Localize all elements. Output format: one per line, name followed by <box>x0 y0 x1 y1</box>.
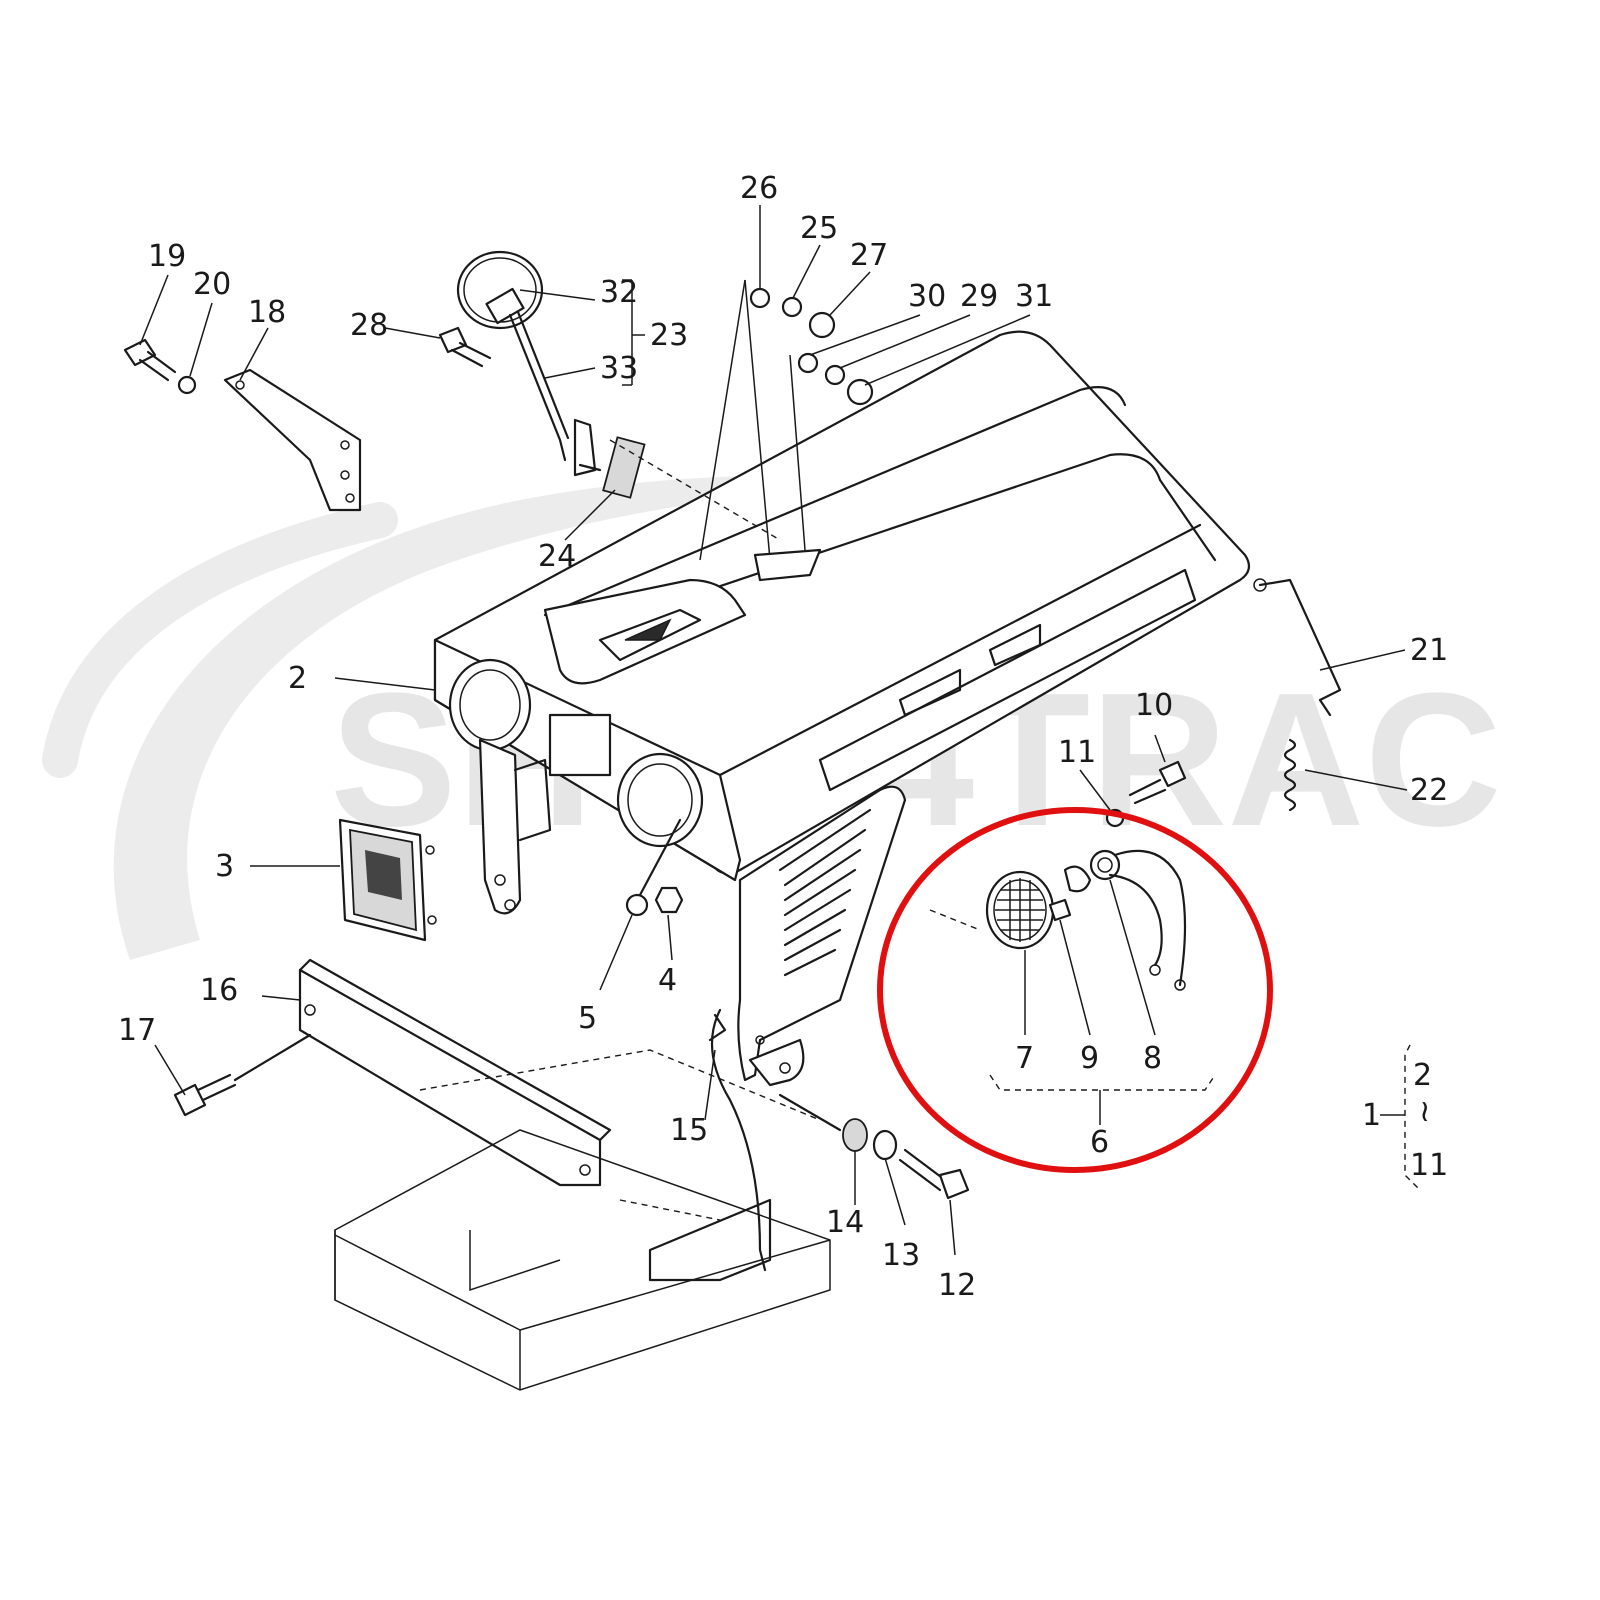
group-legend: 1 2 ~ 11 <box>1362 1058 1448 1183</box>
callout-27: 27 <box>850 238 888 273</box>
fasteners-mid <box>625 818 684 917</box>
mirror-bracket <box>223 368 362 512</box>
bonnet <box>433 330 1251 1087</box>
callout-9: 9 <box>1080 1041 1099 1076</box>
callout-22: 22 <box>1410 773 1448 808</box>
fasteners-lower <box>778 1093 970 1200</box>
callout-20: 20 <box>193 267 231 302</box>
callout-24: 24 <box>538 539 576 574</box>
callout-16: 16 <box>200 973 238 1008</box>
callout-18: 18 <box>248 295 286 330</box>
callout-32: 32 <box>600 275 638 310</box>
bolt-19 <box>123 338 197 395</box>
work-light-assembly <box>929 849 1216 1091</box>
cable <box>710 1008 767 1272</box>
bottom-bracket <box>298 958 612 1187</box>
callout-13: 13 <box>882 1238 920 1273</box>
callout-6: 6 <box>1090 1125 1109 1160</box>
callout-14: 14 <box>826 1205 864 1240</box>
grille-plate <box>338 818 437 942</box>
callout-23: 23 <box>650 318 688 353</box>
legend-parent: 1 <box>1362 1098 1381 1133</box>
callout-5: 5 <box>578 1001 597 1036</box>
highlight-circle <box>877 807 1273 1173</box>
callout-4: 4 <box>658 963 677 998</box>
callout-21: 21 <box>1410 633 1448 668</box>
callout-7: 7 <box>1015 1041 1034 1076</box>
legend-tilde: ~ <box>1407 1099 1442 1124</box>
callout-26: 26 <box>740 171 778 206</box>
mirror-assembly <box>456 250 646 499</box>
callout-25: 25 <box>800 211 838 246</box>
callout-31: 31 <box>1015 279 1053 314</box>
callout-3: 3 <box>215 849 234 884</box>
callout-30: 30 <box>908 279 946 314</box>
hardware-top <box>609 279 874 582</box>
callout-29: 29 <box>960 279 998 314</box>
bolt-28 <box>438 326 492 368</box>
callout-8: 8 <box>1143 1041 1162 1076</box>
frame-outline <box>334 1049 831 1391</box>
callout-2: 2 <box>288 661 307 696</box>
callout-10: 10 <box>1135 688 1173 723</box>
callout-33: 33 <box>600 351 638 386</box>
callout-19: 19 <box>148 239 186 274</box>
callout-11: 11 <box>1058 735 1096 770</box>
legend-to: 11 <box>1410 1148 1448 1183</box>
legend-from: 2 <box>1413 1058 1432 1093</box>
callout-15: 15 <box>670 1113 708 1148</box>
hood-support <box>1253 578 1342 812</box>
leader-lines <box>139 205 1421 1256</box>
callout-28: 28 <box>350 308 388 343</box>
callout-17: 17 <box>118 1013 156 1048</box>
callouts: 2 3 4 5 6 7 8 9 10 11 12 13 14 15 16 17 … <box>118 171 1448 1303</box>
callout-12: 12 <box>938 1268 976 1303</box>
bolt-17 <box>173 1033 312 1117</box>
